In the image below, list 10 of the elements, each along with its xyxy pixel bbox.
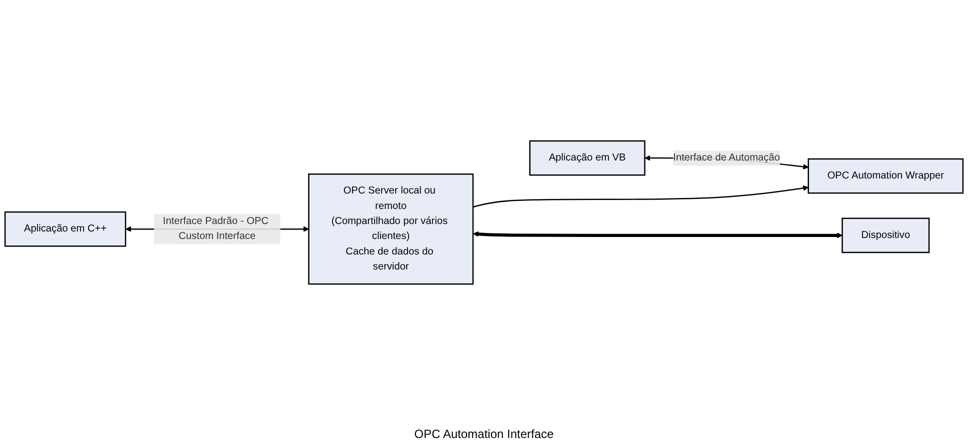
node-box: Aplicação em VB [529, 140, 646, 176]
note-text: OPC Automation Interface [414, 427, 554, 441]
node-box: OPC Server local ou remoto (Compartilhado por vários clientes) Cache de dados do servidor [308, 173, 474, 285]
node-box: Dispositivo [842, 218, 930, 254]
arrow [473, 231, 843, 238]
edge-label: Interface de Automação [673, 152, 780, 164]
node-box: Aplicação em C++ [4, 211, 126, 247]
edge-label: Interface Padrão - OPC Custom Interface [162, 216, 269, 242]
node-box: OPC Automation Wrapper [808, 158, 964, 194]
arrow [472, 185, 809, 208]
